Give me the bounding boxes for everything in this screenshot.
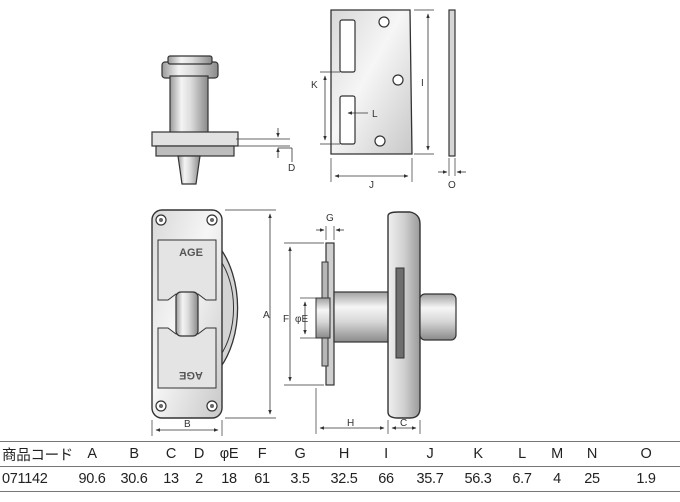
cell-l: 6.7	[512, 471, 532, 487]
cell-c: 13	[163, 471, 179, 487]
header-o: O	[640, 446, 652, 462]
dim-label-b: B	[184, 419, 191, 430]
cell-d: 2	[195, 471, 203, 487]
latch-section-view: G F φE H C	[283, 211, 457, 434]
dim-label-o: O	[448, 180, 456, 191]
cell-n: 25	[584, 471, 600, 487]
dim-label-h: H	[347, 418, 354, 429]
table-row: 071142 90.6 30.6 13 2 18 61 3.5 32.5 66 …	[0, 467, 680, 492]
header-g: G	[294, 446, 306, 462]
cell-i: 66	[378, 471, 394, 487]
dim-label-g: G	[326, 213, 334, 224]
spec-table-header-row: 商品コード A B C D φE F G H I J K L M N O	[0, 441, 680, 467]
header-phie: φE	[219, 446, 239, 462]
header-product-code: 商品コード	[2, 447, 73, 464]
dim-label-j: J	[369, 180, 374, 191]
dim-label-l: L	[372, 109, 378, 120]
cell-phie: 18	[221, 471, 237, 487]
side-view-latch: D	[151, 55, 295, 185]
header-h: H	[338, 446, 350, 462]
cell-b: 30.6	[120, 471, 148, 487]
header-c: C	[165, 446, 177, 462]
stamp-age-top: AGE	[179, 247, 203, 259]
dim-label-i: I	[421, 78, 424, 89]
dim-label-phie: φE	[295, 314, 308, 325]
cell-k: 56.3	[464, 471, 492, 487]
header-j: J	[426, 446, 434, 462]
spec-table: 商品コード A B C D φE F G H I J K L M N O 071…	[0, 441, 680, 492]
cell-product-code: 071142	[2, 471, 48, 487]
header-l: L	[518, 446, 526, 462]
stamp-age-bottom: AGE	[179, 369, 203, 381]
dim-label-k: K	[311, 80, 318, 91]
cell-h: 32.5	[330, 471, 358, 487]
dim-label-a: A	[263, 310, 270, 321]
cell-f: 61	[254, 471, 270, 487]
technical-drawing: D K L J I O	[151, 9, 466, 436]
cell-m: 4	[553, 471, 561, 487]
dim-label-c: C	[400, 418, 407, 429]
header-k: K	[473, 446, 483, 462]
dim-label-f: F	[283, 314, 289, 325]
header-i: I	[384, 446, 388, 462]
header-b: B	[129, 446, 139, 462]
header-f: F	[257, 446, 267, 462]
plate-edge-view: O	[438, 9, 466, 191]
cell-g: 3.5	[290, 471, 310, 487]
header-a: A	[87, 446, 97, 462]
cell-a: 90.6	[78, 471, 106, 487]
plate-front-view: K L J I	[311, 9, 434, 191]
header-n: N	[586, 446, 598, 462]
dim-label-d: D	[288, 163, 295, 174]
cell-j: 35.7	[416, 471, 444, 487]
cell-o: 1.9	[636, 471, 656, 487]
header-m: M	[551, 446, 563, 462]
latch-front-view: AGE AGE A B	[151, 209, 276, 436]
header-d: D	[193, 446, 205, 462]
